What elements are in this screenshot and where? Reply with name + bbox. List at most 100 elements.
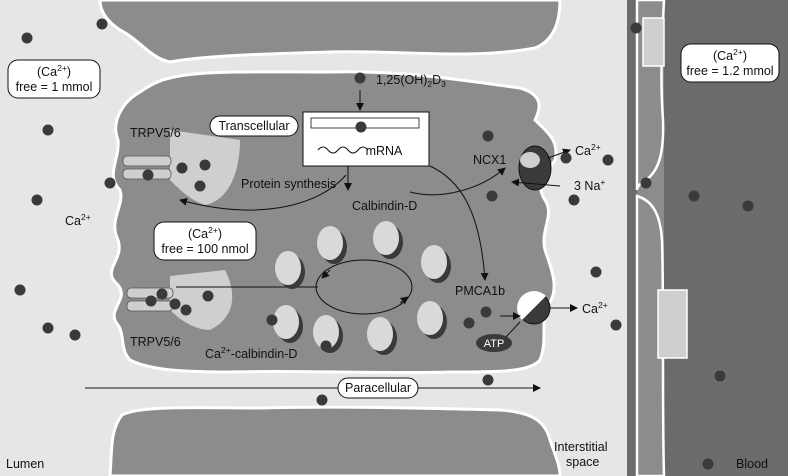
lumen-concentration-line1: (Ca2+) xyxy=(37,63,71,79)
blood-label: Blood xyxy=(736,457,768,471)
calcium-ion-dot xyxy=(104,177,116,189)
paracellular-badge xyxy=(337,377,419,399)
calcium-ion-dot xyxy=(316,394,328,406)
calcium-ion-dot xyxy=(463,317,475,329)
calcium-ion-dot xyxy=(714,370,726,382)
calbindin-protein xyxy=(367,317,393,351)
lumen-label: Lumen xyxy=(6,457,44,471)
calcium-ion-dot xyxy=(31,194,43,206)
calbindin-protein xyxy=(417,301,443,335)
pmca-pump xyxy=(517,291,551,325)
calcium-ion-dot xyxy=(480,306,492,318)
atp-badge xyxy=(476,334,512,352)
ncx1-synthesis-arrow xyxy=(409,167,506,196)
calcium-ion-dot xyxy=(482,374,494,386)
blood-concentration-line1: (Ca2+) xyxy=(713,47,747,63)
ncx1-exchanger xyxy=(518,145,552,191)
calbindin-protein xyxy=(373,221,399,255)
cell-concentration-line2: free = 100 nmol xyxy=(161,242,248,256)
ncx1-label: NCX1 xyxy=(473,153,506,167)
calcium-ion-dot xyxy=(169,298,181,310)
interstitial-label-line1: Interstitial xyxy=(554,440,608,454)
calcium-ion-dot xyxy=(96,18,108,30)
na-label: 3 Na+ xyxy=(574,177,605,193)
calcium-ions xyxy=(14,18,754,470)
calcium-ion-dot xyxy=(266,314,278,326)
cell-concentration-box xyxy=(153,221,257,261)
calcium-ion-dot xyxy=(69,329,81,341)
transcellular-badge xyxy=(209,115,299,137)
calcium-ion-dot xyxy=(354,72,366,84)
calbindin-protein xyxy=(317,226,343,260)
calcium-ion-dot xyxy=(610,319,622,331)
pmca-label: PMCA1b xyxy=(455,284,505,298)
endothelial-nucleus-top xyxy=(642,17,665,67)
cell-concentration-line1: (Ca2+) xyxy=(188,225,222,241)
lumen-concentration-line2: free = 1 mmol xyxy=(16,80,93,94)
nucleus-box xyxy=(302,111,430,167)
calcium-ion-dot xyxy=(640,177,652,189)
calcium-ion-dot xyxy=(202,290,214,302)
calcium-ion-dot xyxy=(180,304,192,316)
calcium-ion-dot xyxy=(14,284,26,296)
neighbour-cell-top xyxy=(98,0,562,64)
calbindin-label: Calbindin-D xyxy=(352,199,417,213)
calcium-ion-dot xyxy=(688,190,700,202)
calbindin-cycle-arrowhead-right xyxy=(399,296,409,305)
calcium-ion-dot xyxy=(702,458,714,470)
calcium-ion-dot xyxy=(482,130,494,142)
calbindin-protein xyxy=(421,245,447,279)
calcium-ion-dot xyxy=(176,162,188,174)
vitamin-d-label: 1,25(OH)2D3 xyxy=(376,73,446,89)
calcium-ion-dot xyxy=(145,295,157,307)
ncx1-ca-out-arrow xyxy=(547,148,571,159)
calbindin-protein xyxy=(273,305,299,339)
calcium-ion-dot xyxy=(568,194,580,206)
calcium-ion-dot xyxy=(355,121,367,133)
calcium-ion-dot xyxy=(199,159,211,171)
calcium-ion-dot xyxy=(320,340,332,352)
trpv-bottom-label: TRPV5/6 xyxy=(130,335,181,349)
vessel-wall-left xyxy=(627,0,637,476)
protein-synthesis-arrow xyxy=(179,174,347,211)
calcium-ion-dot xyxy=(156,288,168,300)
calbindin-proteins xyxy=(273,221,451,355)
pmca-synthesis-arrow xyxy=(429,165,489,281)
mrna-label: mRNA xyxy=(366,144,403,158)
paracellular-label: Paracellular xyxy=(345,381,411,395)
ncx1-na-in-arrow xyxy=(511,178,561,187)
calbindin-cycle-arrowhead-left xyxy=(321,269,331,279)
atp-label: ATP xyxy=(484,338,505,350)
neighbour-cell-bottom xyxy=(108,405,562,476)
calcium-ion-dot xyxy=(194,180,206,192)
ca-calbindin-label: Ca2+-calbindin-D xyxy=(205,345,297,361)
lumen-concentration-box xyxy=(7,59,101,99)
calcium-ion-dot xyxy=(630,22,642,34)
atp-link-line xyxy=(504,321,521,339)
endothelial-nucleus-bottom xyxy=(657,289,688,359)
trpv-top-label: TRPV5/6 xyxy=(130,126,181,140)
calcium-ion-dot xyxy=(21,32,33,44)
lumen-ca-label: Ca2+ xyxy=(65,212,91,228)
transcellular-label: Transcellular xyxy=(218,119,289,133)
calcium-ion-dot xyxy=(742,200,754,212)
blood-concentration-box xyxy=(680,43,780,83)
calcium-ion-dot xyxy=(602,154,614,166)
calbindin-protein xyxy=(275,251,301,285)
calcium-ion-dot xyxy=(42,124,54,136)
ncx1-ca-label: Ca2+ xyxy=(575,142,601,158)
interstitial-label-line2: space xyxy=(566,455,599,469)
blood-concentration-line2: free = 1.2 mmol xyxy=(686,64,773,78)
calcium-ion-dot xyxy=(590,266,602,278)
calcium-ion-dot xyxy=(142,169,154,181)
calbindin-protein xyxy=(313,315,339,349)
protein-synthesis-label: Protein synthesis xyxy=(241,177,336,191)
trpv-top-channel xyxy=(122,155,172,180)
calcium-ion-dot xyxy=(42,322,54,334)
mrna-wave xyxy=(317,146,369,154)
calcium-ion-dot xyxy=(560,152,572,164)
calcium-ion-dot xyxy=(486,190,498,202)
pmca-ca-label: Ca2+ xyxy=(582,300,608,316)
